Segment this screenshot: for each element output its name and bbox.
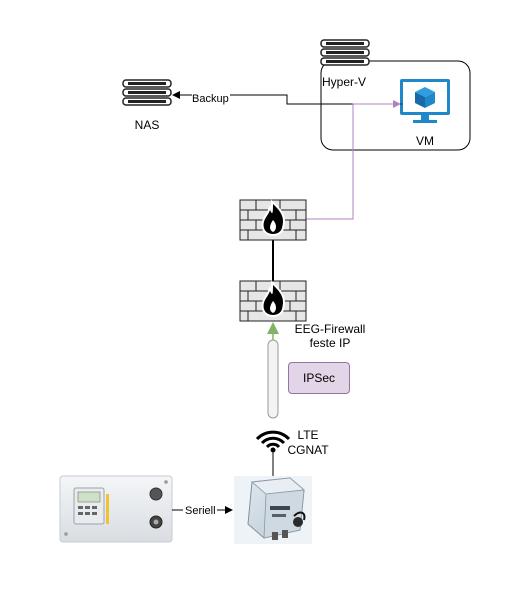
- wifi-antenna-icon: [255, 430, 291, 453]
- firewall-vm-connector: [306, 100, 401, 220]
- ipsec-label: IPSec: [302, 371, 335, 385]
- server-icon: [320, 39, 370, 66]
- backup-label-bg: [192, 90, 230, 104]
- ipsec-box: IPSec: [288, 362, 350, 394]
- eeg-firewall-label-line2: feste IP: [309, 336, 351, 350]
- lte-label-line1: LTE: [297, 428, 319, 442]
- vm-monitor-icon: [400, 79, 450, 123]
- eeg-firewall-label-line1: EEG-Firewall: [294, 322, 366, 336]
- nas-label: NAS: [134, 118, 160, 132]
- firewall-icon: [239, 199, 307, 241]
- server-icon: [122, 79, 172, 106]
- meter-device-image: [59, 475, 173, 543]
- vm-label: VM: [416, 134, 434, 148]
- serial-label: Seriell: [185, 505, 216, 517]
- lte-label-line2: CGNAT: [287, 443, 329, 457]
- serial-label-bg: [183, 503, 217, 517]
- hyperv-label: Hyper-V: [322, 75, 367, 89]
- lte-router-image: [234, 476, 312, 544]
- ipsec-tunnel: [267, 322, 279, 419]
- firewall-icon: [239, 280, 307, 322]
- backup-label: Backup: [192, 93, 229, 105]
